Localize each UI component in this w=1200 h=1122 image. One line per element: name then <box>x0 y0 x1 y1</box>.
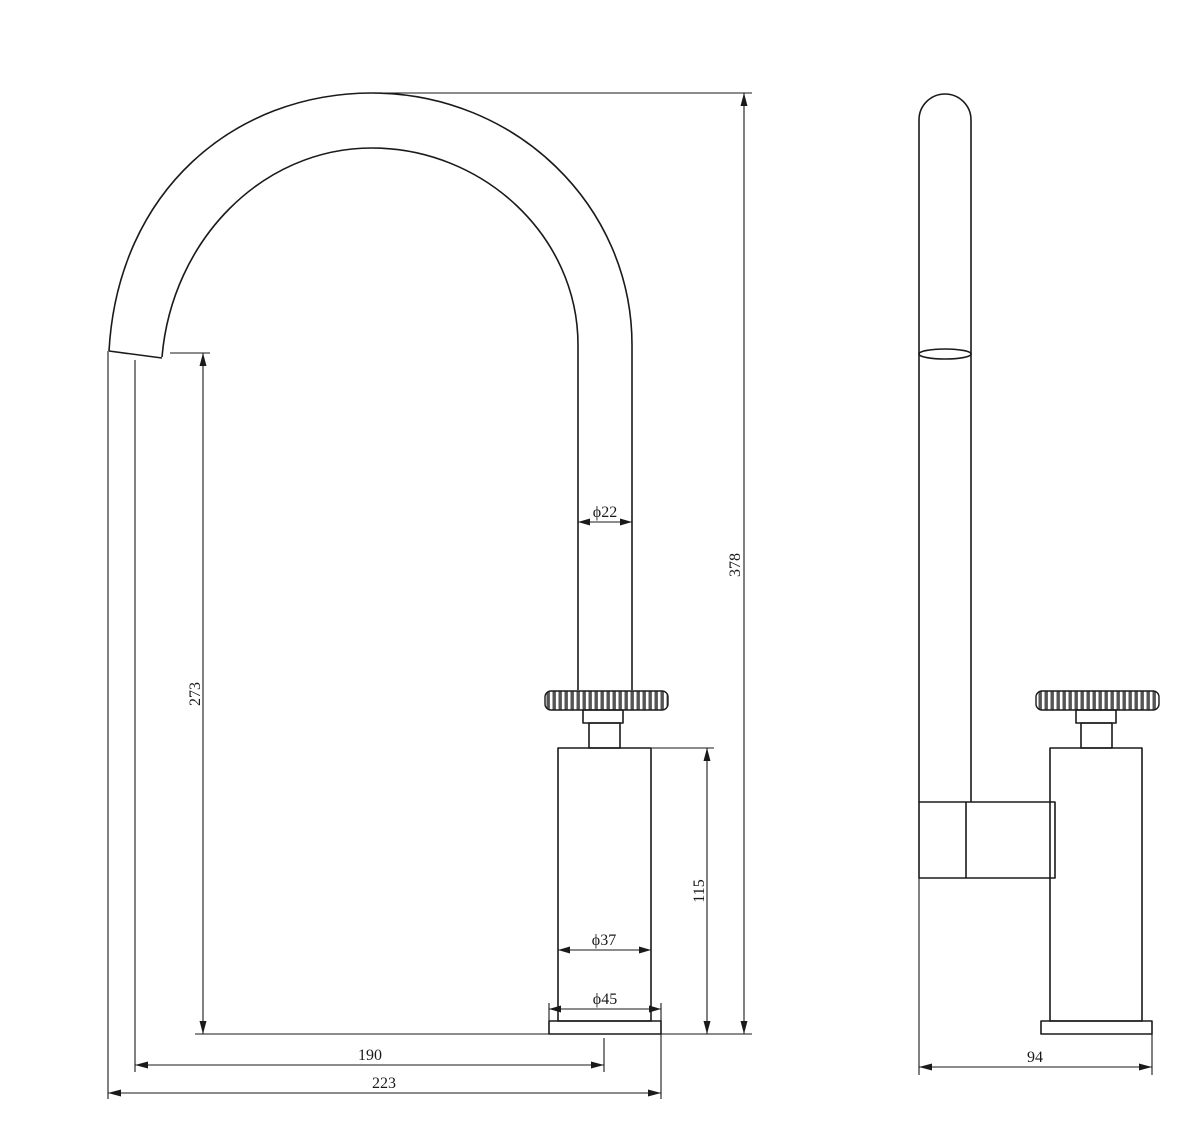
side-knurled-wheel <box>1035 690 1160 711</box>
front-view: 378 273 115 ϕ22 <box>107 92 752 1099</box>
side-connector-block <box>918 801 1056 879</box>
dim-label-spout-height: 273 <box>187 682 204 706</box>
side-view: 94 <box>918 93 1160 1075</box>
dim-label-spout-diameter: ϕ22 <box>593 504 617 521</box>
spout <box>108 92 633 690</box>
dim-label-total-height: 378 <box>727 553 744 577</box>
dim-label-body-diameter: ϕ37 <box>592 932 616 949</box>
dim-label-base-diameter: ϕ45 <box>593 991 617 1008</box>
dim-depth: 94 <box>918 878 1153 1075</box>
side-tap-base <box>1040 1020 1153 1035</box>
dim-total-height: 378 <box>372 92 752 1035</box>
side-spout-outlet <box>918 348 972 360</box>
dim-spout-diameter: ϕ22 <box>578 504 632 526</box>
side-handle-collar <box>1075 709 1117 724</box>
handle-wheel <box>544 690 669 711</box>
dim-body-height: 115 <box>651 747 714 1034</box>
side-spout-tube <box>918 93 972 802</box>
dim-label-depth: 94 <box>1027 1049 1043 1066</box>
spout-inner-edge <box>161 147 579 690</box>
side-handle-stem <box>1080 722 1113 749</box>
dim-base-diameter: ϕ45 <box>548 991 662 1021</box>
dim-label-total-reach: 223 <box>372 1075 396 1092</box>
dim-label-body-height: 115 <box>691 879 708 902</box>
spout-outer-edge <box>108 92 633 690</box>
dim-total-reach: 223 <box>107 351 662 1099</box>
dim-body-diameter: ϕ37 <box>558 932 651 954</box>
dim-spout-height: 273 <box>170 352 549 1035</box>
handle-collar <box>582 709 624 724</box>
knurled-wheel <box>544 690 669 711</box>
side-tap-body <box>1049 747 1143 1022</box>
dim-spout-reach: 190 <box>134 360 605 1072</box>
handle-stem <box>588 722 621 749</box>
tap-body <box>557 747 652 1022</box>
dim-label-spout-reach: 190 <box>358 1047 382 1064</box>
tap-base <box>548 1020 662 1035</box>
spout-outlet-edge <box>108 350 163 359</box>
